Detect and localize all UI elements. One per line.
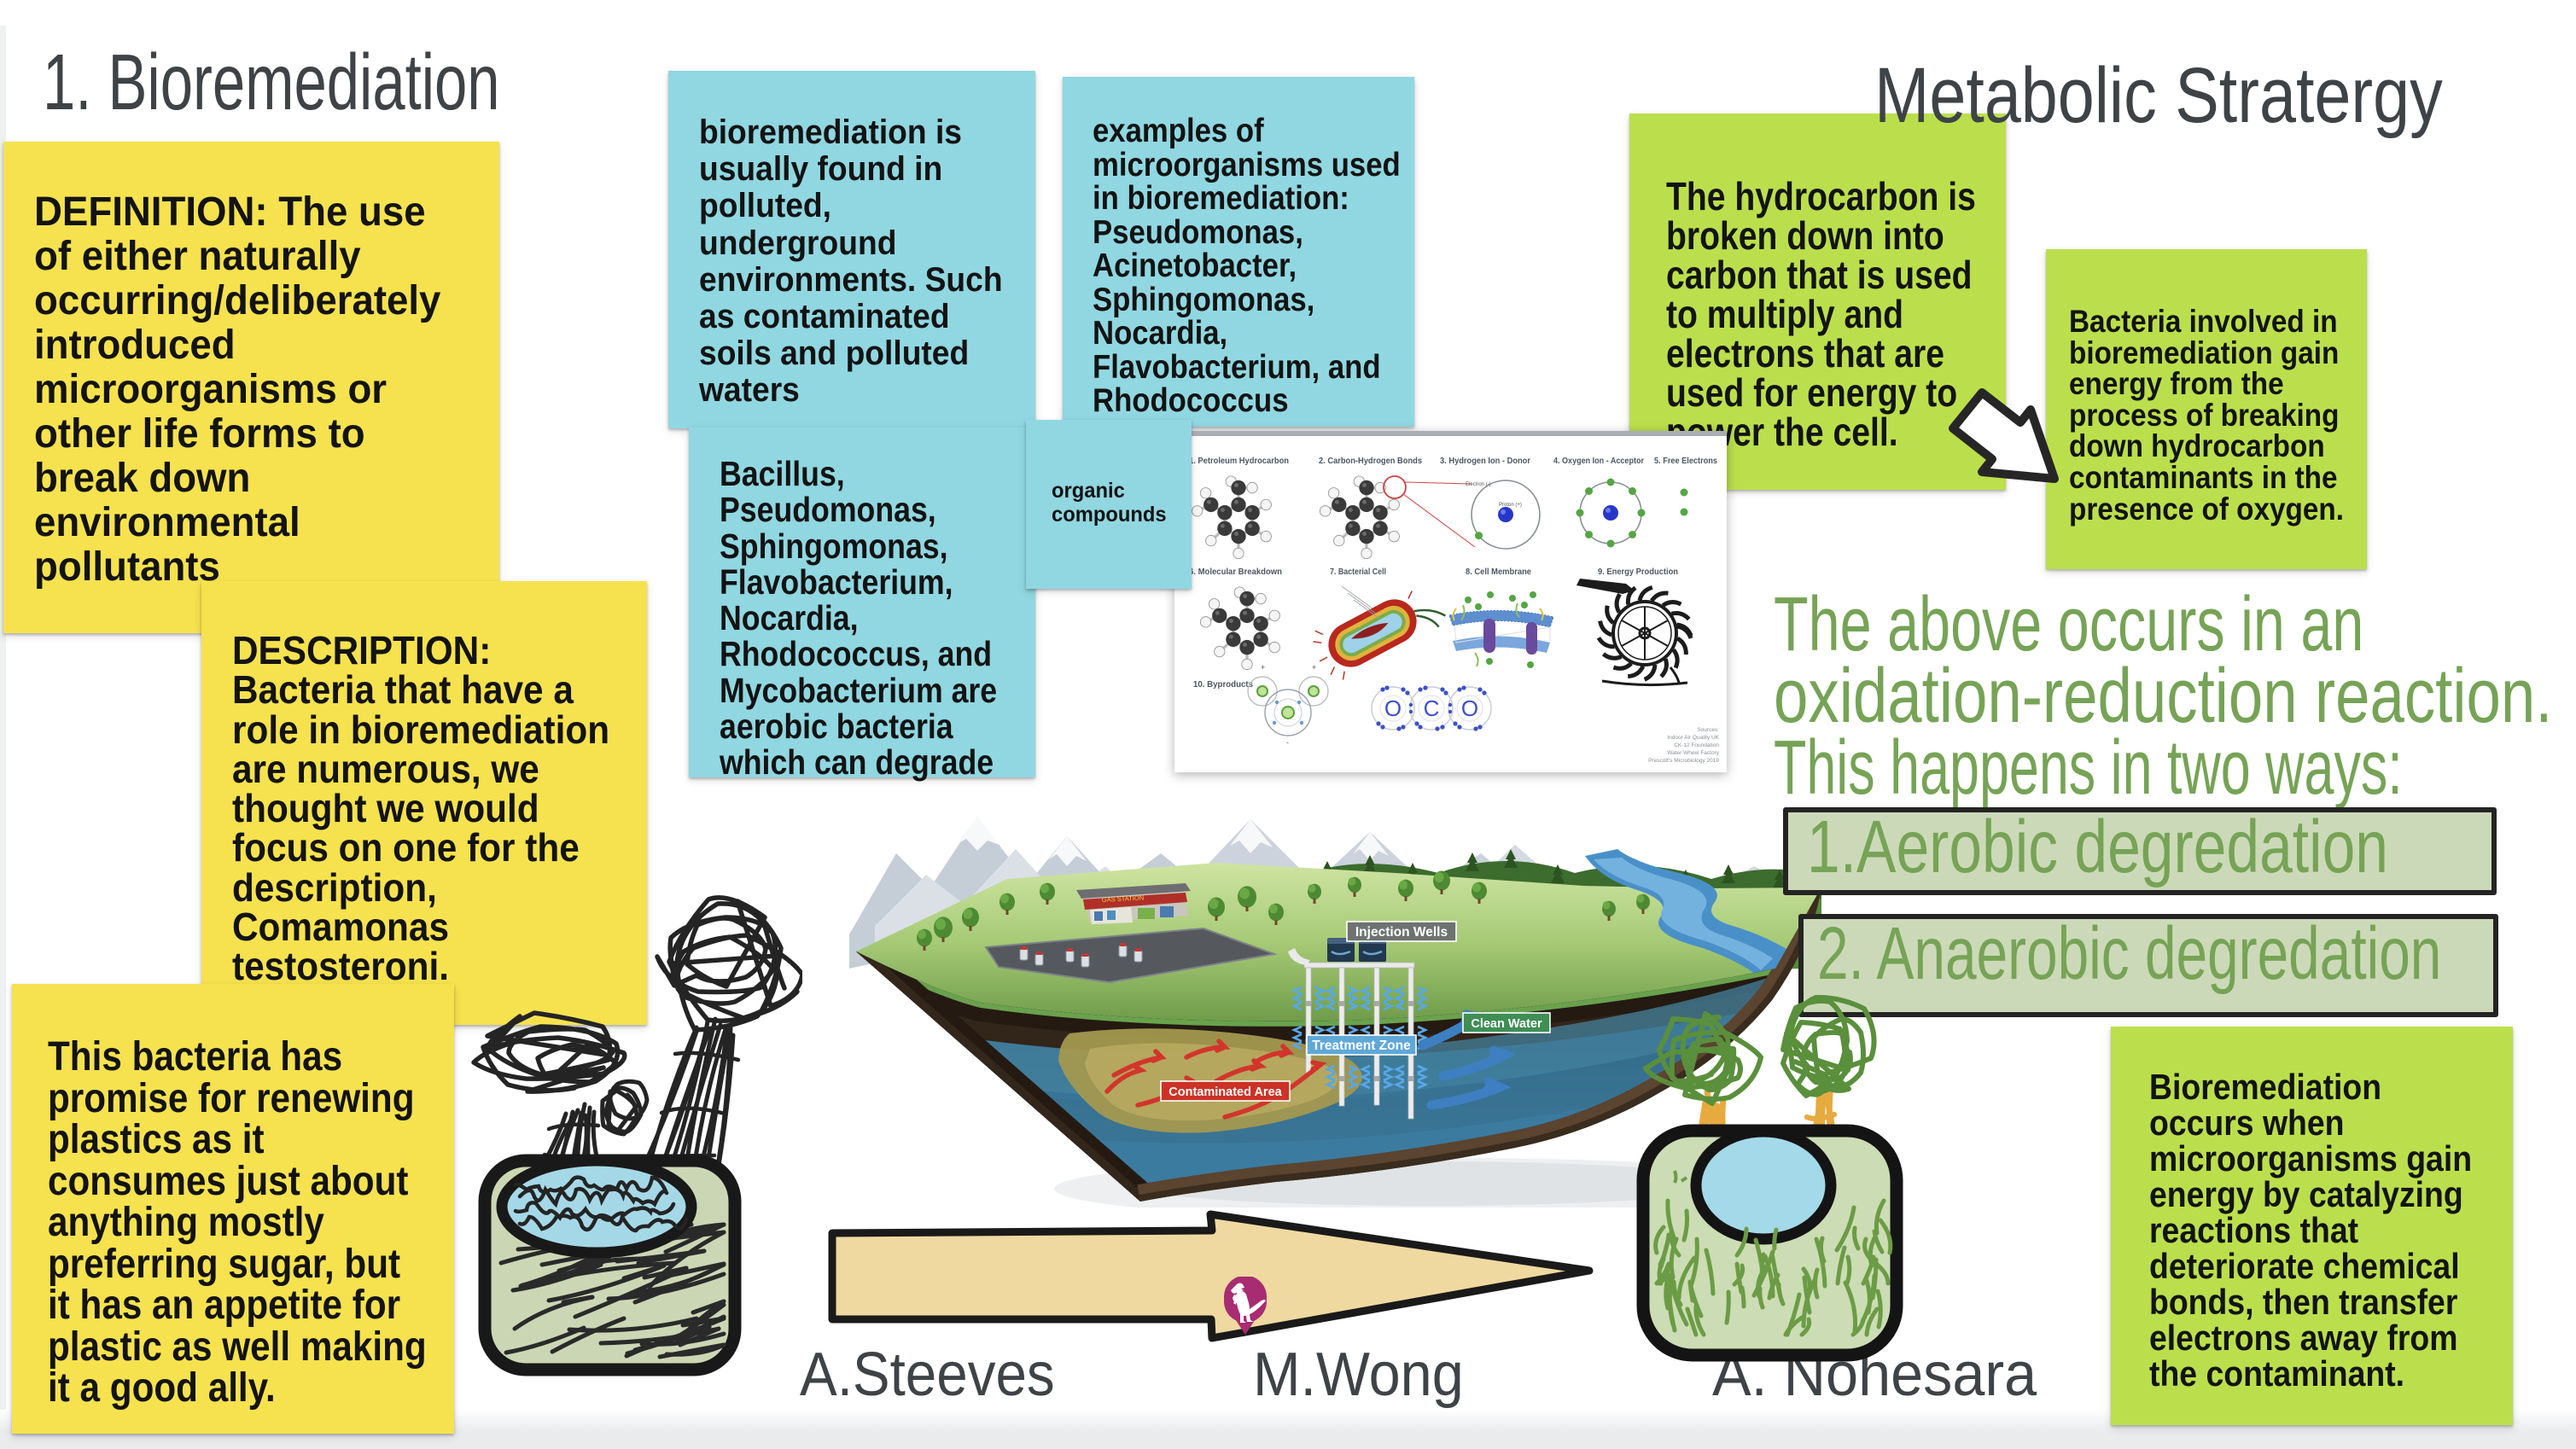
- svg-text:Sources:: Sources:: [1697, 727, 1719, 733]
- svg-text:O: O: [1384, 695, 1402, 721]
- svg-text:C: C: [1424, 695, 1440, 721]
- svg-text:1. Petroleum Hydrocarbon: 1. Petroleum Hydrocarbon: [1189, 457, 1289, 466]
- svg-text:8. Cell Membrane: 8. Cell Membrane: [1466, 567, 1531, 577]
- svg-text:Contaminated Area: Contaminated Area: [1169, 1085, 1282, 1099]
- svg-text:Water Wheel Factory: Water Wheel Factory: [1667, 750, 1720, 756]
- svg-text:Indoor Air Quality UK: Indoor Air Quality UK: [1667, 735, 1719, 741]
- svg-text:Prescott's Microbiology 2019: Prescott's Microbiology 2019: [1648, 758, 1719, 764]
- svg-text:O: O: [1461, 695, 1478, 721]
- svg-text:4. Oxygen Ion - Acceptor: 4. Oxygen Ion - Acceptor: [1553, 457, 1644, 466]
- svg-text:Treatment Zone: Treatment Zone: [1312, 1039, 1411, 1053]
- svg-text:+: +: [1261, 663, 1265, 672]
- svg-text:GAS STATION: GAS STATION: [1102, 893, 1145, 904]
- svg-text:Electron (-): Electron (-): [1466, 482, 1491, 487]
- svg-text:CK-12 Foundation: CK-12 Foundation: [1674, 742, 1719, 748]
- svg-text:9. Energy Production: 9. Energy Production: [1598, 567, 1678, 577]
- svg-text:5. Free Electrons: 5. Free Electrons: [1654, 457, 1717, 466]
- svg-text:Proton (+): Proton (+): [1499, 503, 1522, 508]
- svg-text:-: -: [1286, 738, 1289, 747]
- svg-text:6. Molecular Breakdown: 6. Molecular Breakdown: [1189, 567, 1282, 577]
- svg-text:Clean Water: Clean Water: [1471, 1017, 1542, 1031]
- svg-text:+: +: [1312, 663, 1316, 672]
- svg-text:10. Byproducts: 10. Byproducts: [1193, 680, 1253, 690]
- svg-text:Injection Wells: Injection Wells: [1355, 925, 1448, 940]
- svg-text:7. Bacterial Cell: 7. Bacterial Cell: [1330, 567, 1386, 577]
- svg-text:2. Carbon-Hydrogen Bonds: 2. Carbon-Hydrogen Bonds: [1319, 457, 1422, 466]
- svg-text:3. Hydrogen Ion - Donor: 3. Hydrogen Ion - Donor: [1440, 457, 1530, 466]
